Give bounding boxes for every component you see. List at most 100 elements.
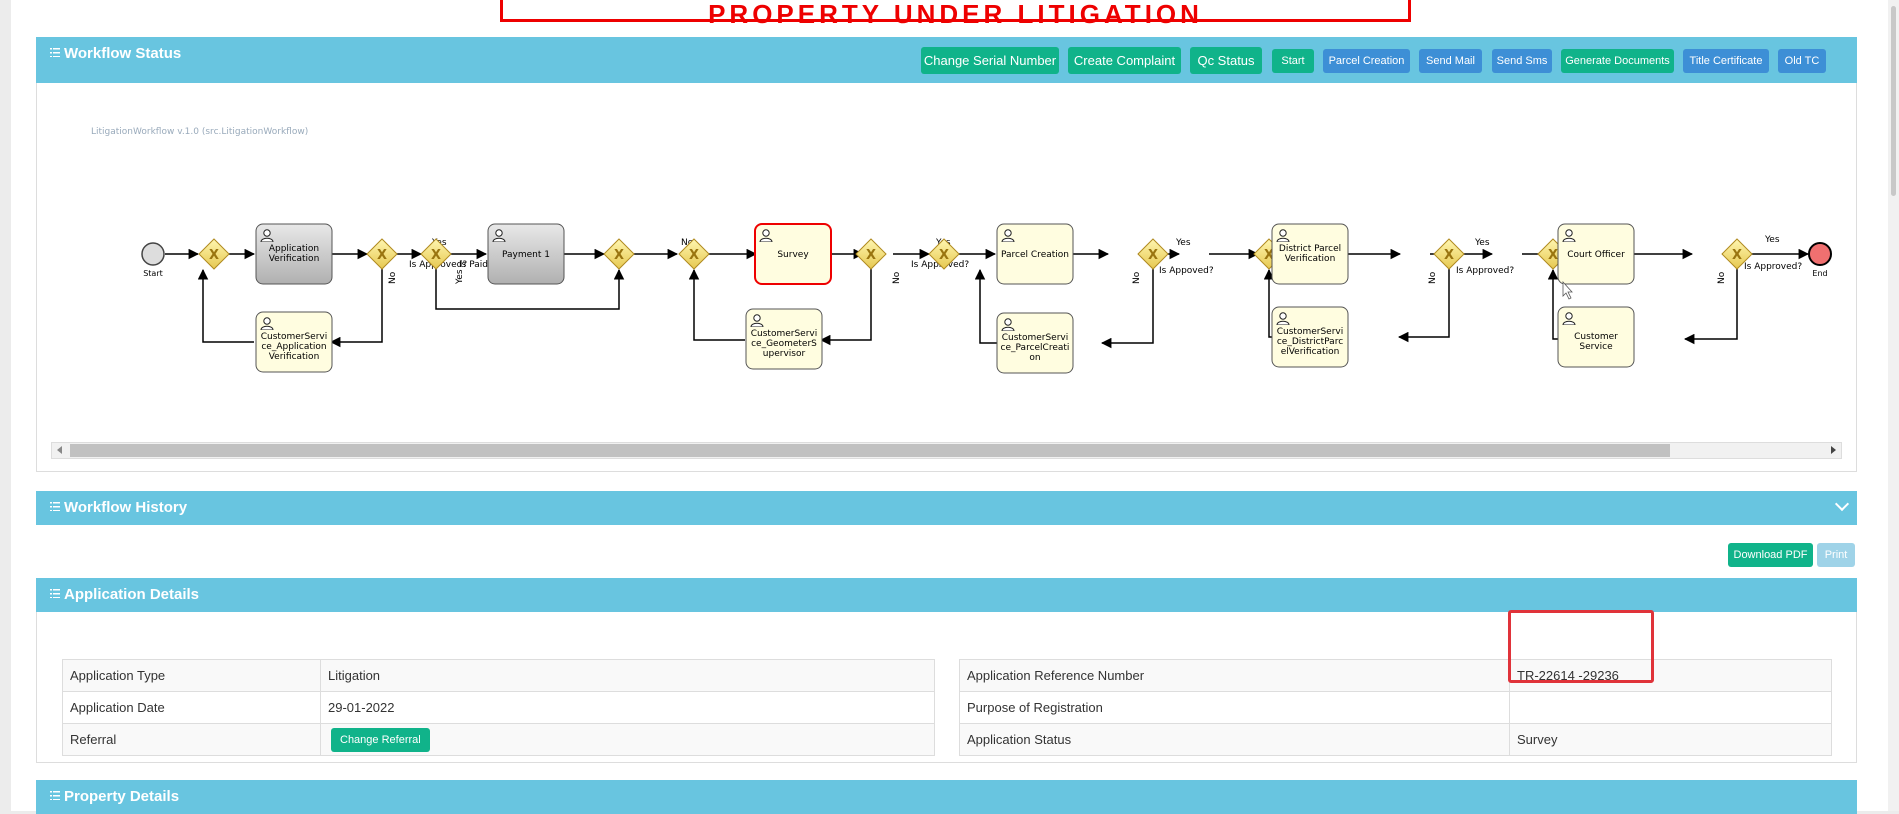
scrollbar-thumb[interactable]	[1891, 6, 1896, 196]
exclusive-gateway-icon[interactable]: X	[678, 238, 710, 270]
task-application-verification[interactable]: Application Verification	[255, 223, 333, 285]
list-icon	[50, 48, 60, 57]
qc-status-button[interactable]: Qc Status	[1190, 47, 1262, 74]
task-customer-service-parcel-creation[interactable]: CustomerServi ce_ParcelCreati on	[996, 312, 1074, 374]
old-tc-button[interactable]: Old TC	[1778, 49, 1826, 73]
end-event[interactable]	[1808, 242, 1832, 266]
application-details-header: Application Details	[36, 578, 1857, 612]
change-serial-number-button[interactable]: Change Serial Number	[921, 47, 1059, 74]
application-details-body: Application Type Litigation Application …	[36, 612, 1857, 763]
exclusive-gateway-icon[interactable]: X	[198, 238, 230, 270]
detail-label: Application Type	[62, 659, 321, 692]
svg-text:CustomerServi: CustomerServi	[1277, 327, 1344, 337]
list-icon	[50, 791, 60, 800]
task-district-parcel-verification[interactable]: District Parcel Verification	[1271, 223, 1349, 285]
svg-text:ce_GeometerS: ce_GeometerS	[751, 339, 817, 349]
generate-documents-button[interactable]: Generate Documents	[1561, 49, 1674, 73]
svg-text:on: on	[1029, 353, 1040, 363]
table-row: Application Status Survey	[959, 723, 1832, 756]
svg-text:X: X	[431, 248, 441, 263]
table-row: Application Date 29-01-2022	[62, 691, 935, 724]
list-icon	[50, 502, 60, 511]
task-customer-service-geometers-supervisor[interactable]: CustomerServi ce_GeometerS upervisor	[745, 308, 823, 370]
svg-text:ce_DistrictParc: ce_DistrictParc	[1277, 337, 1343, 347]
application-details-right-table: Application Reference Number TR-22614 -2…	[959, 659, 1832, 756]
scroll-right-icon[interactable]	[1831, 446, 1836, 454]
exclusive-gateway-icon[interactable]: X	[1721, 238, 1753, 270]
exclusive-gateway-icon[interactable]: X	[855, 238, 887, 270]
svg-text:ce_ParcelCreati: ce_ParcelCreati	[1001, 343, 1070, 353]
scrollbar-thumb[interactable]	[70, 444, 1670, 457]
exclusive-gateway-icon[interactable]: X	[603, 238, 635, 270]
svg-text:upervisor: upervisor	[763, 349, 806, 359]
svg-text:Yes: Yes	[455, 269, 465, 285]
svg-text:X: X	[1148, 248, 1158, 263]
create-complaint-button[interactable]: Create Complaint	[1068, 47, 1181, 74]
svg-text:X: X	[209, 248, 219, 263]
list-icon	[50, 589, 60, 598]
download-pdf-button[interactable]: Download PDF	[1728, 543, 1813, 567]
exclusive-gateway-icon[interactable]: X	[366, 238, 398, 270]
detail-label: Purpose of Registration	[959, 691, 1510, 724]
workflow-history-panel[interactable]: Workflow History	[36, 491, 1857, 525]
detail-value: Litigation	[320, 659, 935, 692]
detail-label: Application Date	[62, 691, 321, 724]
property-details-title: Property Details	[50, 780, 179, 814]
svg-text:Parcel Creation: Parcel Creation	[1001, 250, 1069, 260]
svg-text:X: X	[939, 248, 949, 263]
chevron-down-icon[interactable]	[1834, 496, 1850, 512]
print-button[interactable]: Print	[1817, 543, 1855, 567]
svg-text:Yes: Yes	[1474, 238, 1490, 248]
start-event[interactable]	[141, 242, 165, 266]
svg-text:No: No	[681, 238, 694, 248]
table-row: Application Reference Number TR-22614 -2…	[959, 659, 1832, 692]
task-court-officer[interactable]: Court Officer	[1557, 223, 1635, 285]
scroll-left-icon[interactable]	[57, 446, 62, 454]
diagram-caption: LitigationWorkflow v.1.0 (src.Litigation…	[91, 127, 308, 137]
detail-value: Change Referral	[320, 723, 935, 756]
start-button[interactable]: Start	[1272, 49, 1314, 73]
send-sms-button[interactable]: Send Sms	[1492, 49, 1552, 73]
svg-text:No: No	[1132, 271, 1142, 284]
send-mail-button[interactable]: Send Mail	[1419, 49, 1482, 73]
page: PROPERTY UNDER LITIGATION Workflow Statu…	[11, 0, 1888, 814]
svg-text:Verification: Verification	[269, 352, 320, 362]
title-certificate-button[interactable]: Title Certificate	[1683, 49, 1769, 73]
exclusive-gateway-icon[interactable]: X	[420, 238, 452, 270]
svg-text:No: No	[1428, 271, 1438, 284]
application-details-panel: Application Details Application Type Lit…	[36, 578, 1857, 763]
task-payment-1[interactable]: Payment 1	[487, 223, 565, 285]
detail-label: Application Reference Number	[959, 659, 1510, 692]
svg-text:X: X	[377, 248, 387, 263]
detail-label: Referral	[62, 723, 321, 756]
page-vertical-scrollbar[interactable]	[1888, 0, 1899, 811]
gateway-label: Is Approved?	[1456, 266, 1514, 276]
parcel-creation-button[interactable]: Parcel Creation	[1323, 49, 1410, 73]
task-survey[interactable]: Survey	[754, 223, 832, 285]
application-details-title: Application Details	[50, 578, 199, 612]
banner-text: PROPERTY UNDER LITIGATION	[708, 0, 1203, 29]
property-details-panel[interactable]: Property Details	[36, 780, 1857, 814]
workflow-status-header: Workflow Status Change Serial Number Cre…	[36, 37, 1857, 83]
svg-text:Service: Service	[1579, 342, 1613, 352]
workflow-status-body: LitigationWorkflow v.1.0 (src.Litigation…	[36, 83, 1857, 472]
table-row: Application Type Litigation	[62, 659, 935, 692]
task-parcel-creation[interactable]: Parcel Creation	[996, 223, 1074, 285]
svg-text:Application: Application	[269, 244, 319, 254]
workflow-history-header[interactable]: Workflow History	[36, 491, 1857, 525]
svg-text:X: X	[614, 248, 624, 263]
change-referral-button[interactable]: Change Referral	[331, 727, 430, 752]
task-customer-service[interactable]: Customer Service	[1557, 306, 1635, 368]
property-details-header[interactable]: Property Details	[36, 780, 1857, 814]
gateway-label: Is Appoved?	[1159, 266, 1214, 276]
exclusive-gateway-icon[interactable]: X	[1433, 238, 1465, 270]
task-customer-service-application-verification[interactable]: CustomerServi ce_Application Verificatio…	[255, 311, 333, 373]
svg-text:Verification: Verification	[1285, 254, 1336, 264]
exclusive-gateway-icon[interactable]: X	[1137, 238, 1169, 270]
exclusive-gateway-icon[interactable]: X	[928, 238, 960, 270]
detail-value: 29-01-2022	[320, 691, 935, 724]
svg-text:X: X	[1732, 248, 1742, 263]
svg-text:ce_Application: ce_Application	[261, 342, 326, 352]
task-customer-service-district-parcel-verification[interactable]: CustomerServi ce_DistrictParc elVerifica…	[1271, 306, 1349, 368]
diagram-horizontal-scrollbar[interactable]	[51, 442, 1842, 459]
